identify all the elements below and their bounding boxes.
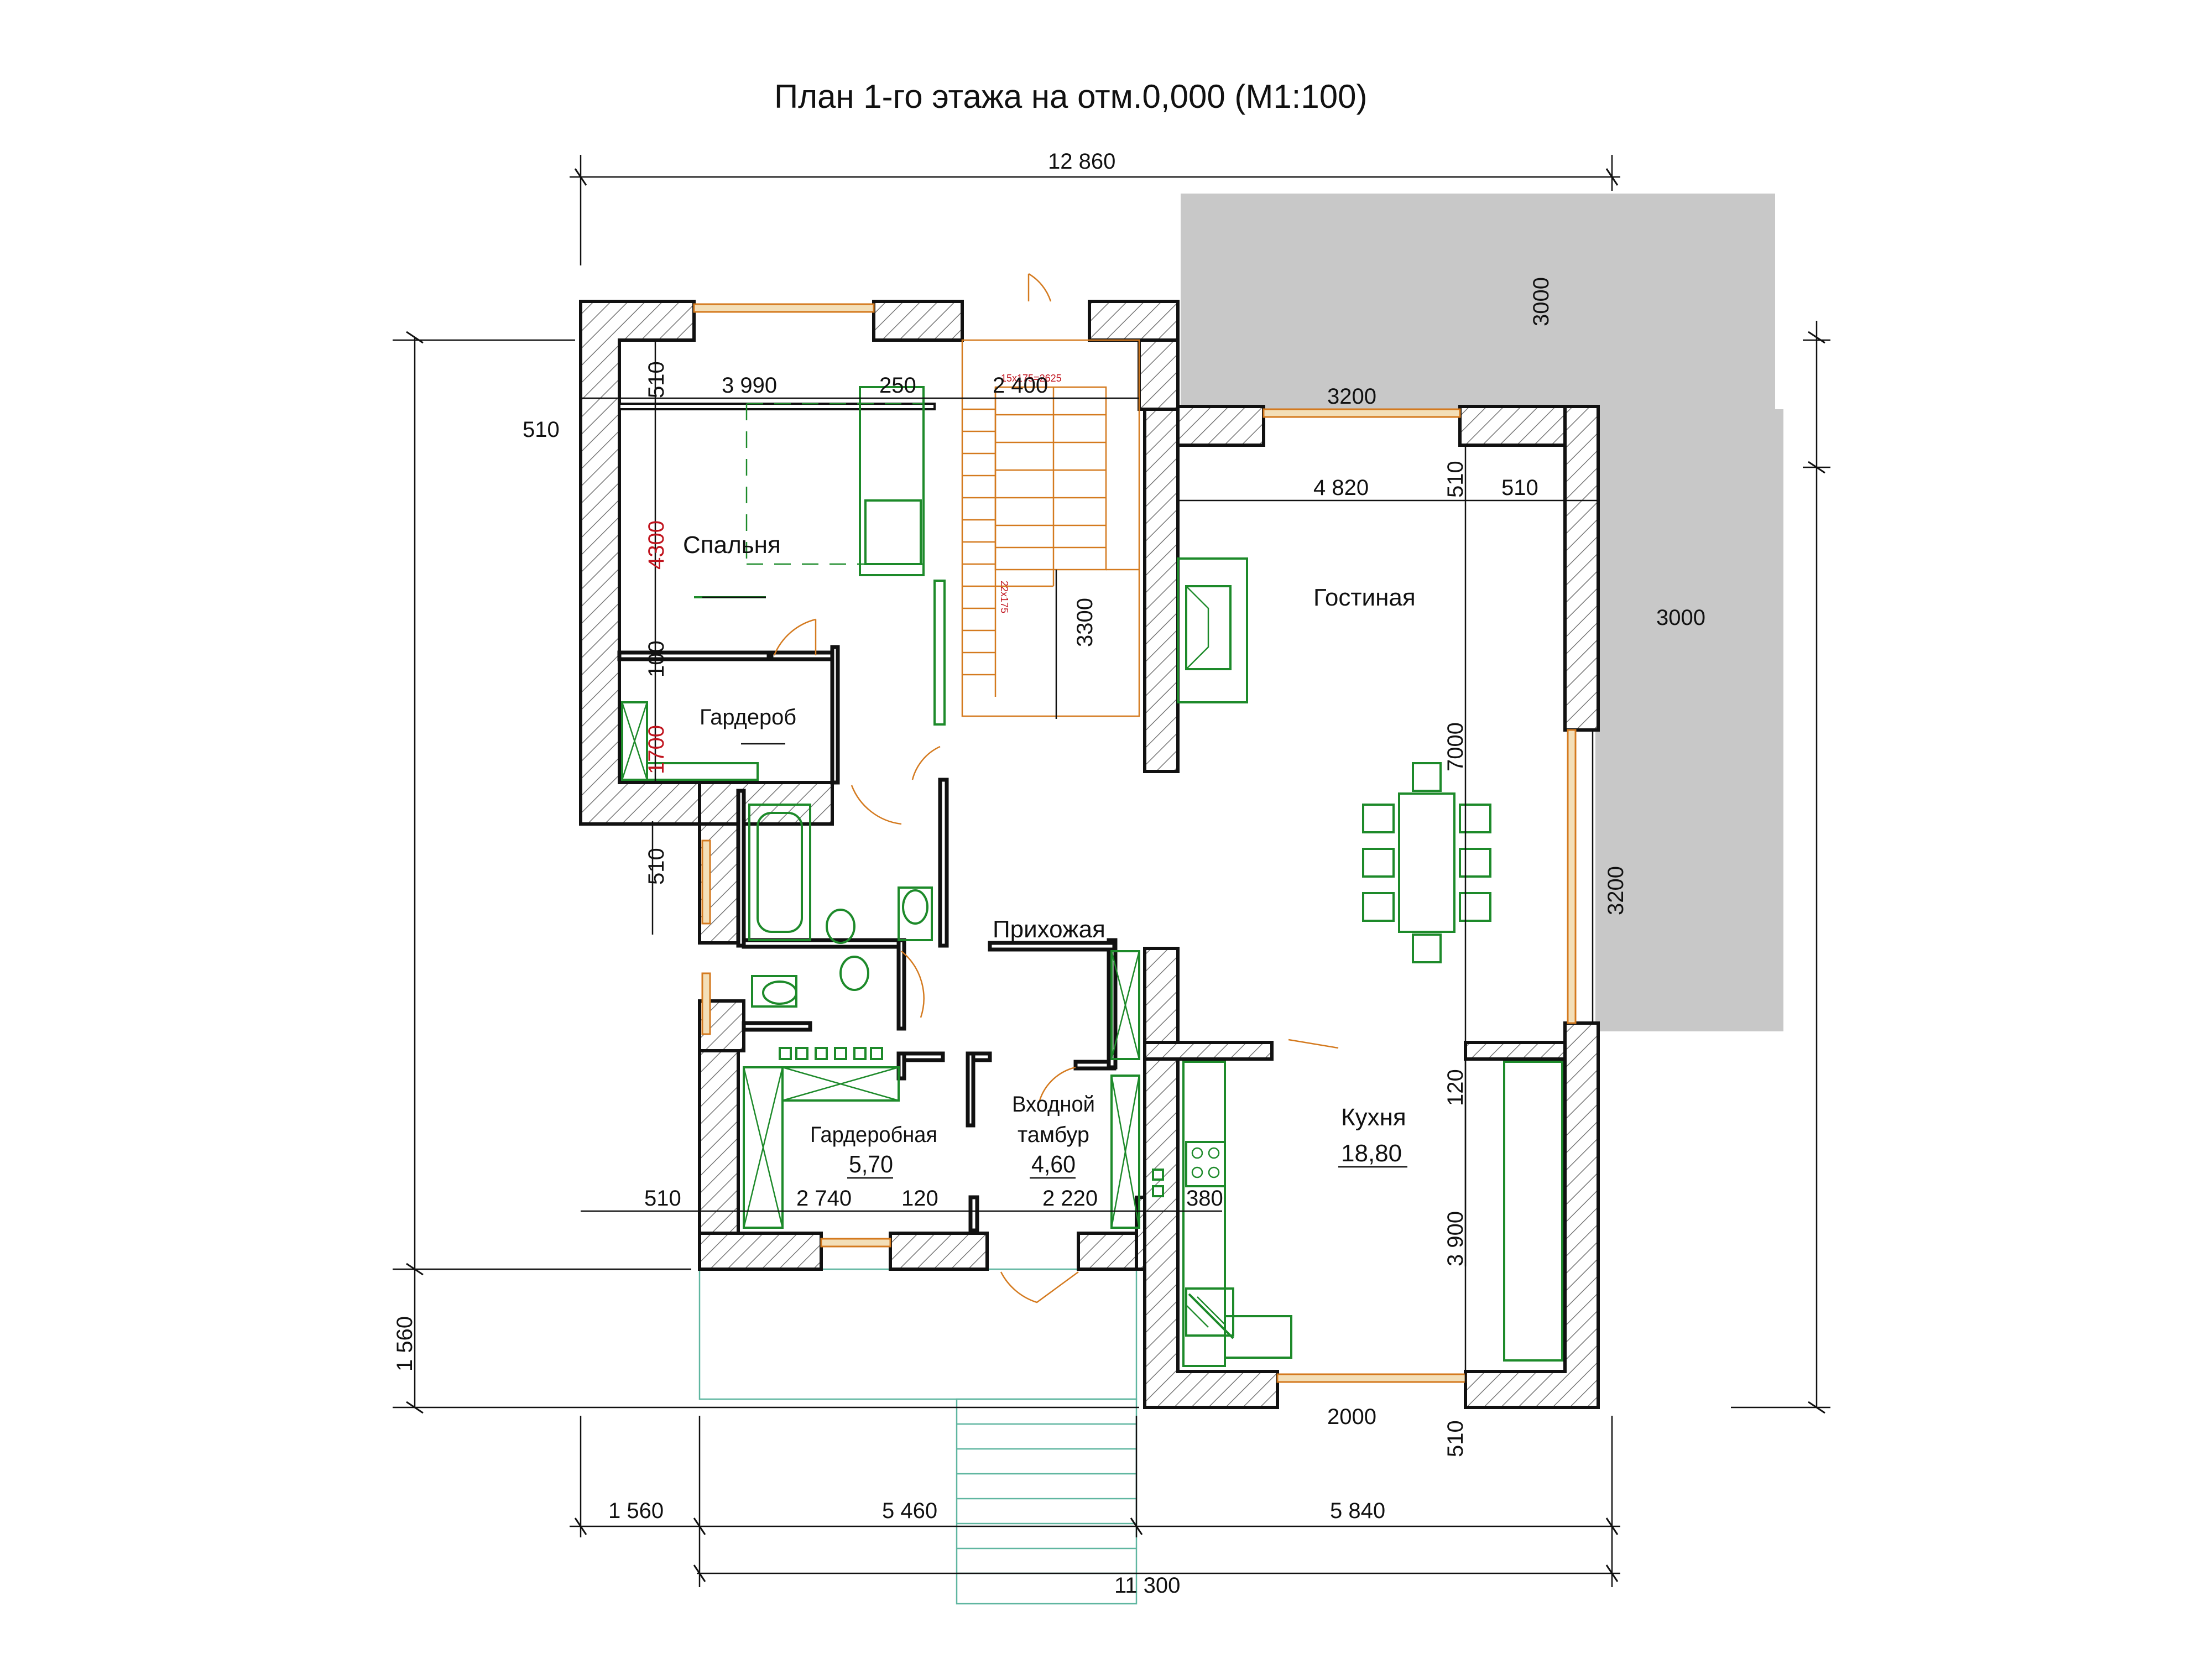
dim-510-bed-top: 510 — [644, 361, 669, 398]
dim-window-bottom: 2000 — [1327, 1405, 1376, 1429]
room-kitchen: Кухня — [1341, 1104, 1406, 1131]
room-vestibule-line2: тамбур — [1018, 1123, 1089, 1147]
windows — [693, 303, 1577, 1383]
dim-120-kitchen: 120 — [1443, 1069, 1468, 1106]
stair-note: 15х175=2625 — [1001, 373, 1062, 384]
terrace — [1181, 194, 1783, 1031]
doors — [773, 273, 1339, 1303]
dim-bottom-3: 5 840 — [1330, 1499, 1385, 1523]
dim-510-living-top: 510 — [1443, 461, 1468, 498]
porch-steps — [698, 1268, 1138, 1605]
room-wardrobe-area: 5,70 — [849, 1151, 893, 1178]
dim-living-height: 7000 — [1443, 722, 1468, 771]
dim-vestibule-width: 2 220 — [1042, 1186, 1098, 1211]
dim-510-bath: 510 — [644, 848, 669, 885]
dim-terrace-right: 3000 — [1656, 606, 1705, 630]
room-wardrobe-small: Гардероб — [700, 705, 796, 729]
dim-bed-height: 4300 — [644, 520, 669, 570]
dim-250: 250 — [879, 373, 916, 398]
dim-stair-height: 3300 — [1073, 598, 1097, 647]
dim-left-total: 1 560 — [393, 1316, 417, 1371]
dim-window-right: 3200 — [1604, 866, 1628, 915]
dim-510-kitchen-bottom: 510 — [1443, 1420, 1468, 1457]
dim-120-wardrobe: 120 — [901, 1186, 938, 1211]
dim-bottom-1: 1 560 — [608, 1499, 664, 1523]
room-bedroom: Спальня — [683, 531, 781, 559]
room-living: Гостиная — [1313, 584, 1416, 611]
dim-terrace-top: 3000 — [1529, 277, 1553, 326]
dim-wardrobe-width: 2 740 — [796, 1186, 852, 1211]
dim-bed-width: 3 990 — [722, 373, 777, 398]
plan-title: План 1-го этажа на отм.0,000 (М1:100) — [774, 78, 1367, 115]
dim-kitchen-height: 3 900 — [1443, 1211, 1468, 1266]
dim-bottom-total: 11 300 — [1114, 1573, 1180, 1598]
room-hall: Прихожая — [993, 916, 1105, 943]
room-vestibule-line1: Входной — [1012, 1092, 1095, 1117]
stair-side-note: 22х175 — [999, 581, 1010, 613]
room-wardrobe: Гардеробная — [810, 1123, 937, 1147]
dim-510-wardrobe: 510 — [644, 1186, 681, 1211]
room-labels: Спальня Гардероб Гостиная Прихожая Входн… — [683, 531, 1416, 1179]
dimension-lines — [393, 155, 1830, 1587]
dim-living-width: 4 820 — [1313, 476, 1369, 500]
dim-wardrobe-height: 1700 — [644, 725, 669, 774]
room-vestibule-area: 4,60 — [1031, 1151, 1076, 1178]
dim-bottom-2: 5 460 — [882, 1499, 937, 1523]
room-kitchen-area: 18,80 — [1341, 1140, 1402, 1167]
staircase: 15х175=2625 22х175 — [961, 339, 1140, 717]
furniture — [621, 386, 1563, 1367]
dim-stair-width: 2 400 — [993, 373, 1048, 398]
dim-100: 100 — [644, 640, 669, 677]
dim-380: 380 — [1186, 1186, 1223, 1211]
dim-510-left-top: 510 — [523, 418, 560, 442]
dim-window-top: 3200 — [1327, 384, 1376, 409]
dimension-texts: 12 860 11 300 1 560 5 460 5 840 1 560 51… — [393, 149, 1705, 1598]
dim-510-living-right: 510 — [1501, 476, 1538, 500]
dim-top-total: 12 860 — [1048, 149, 1115, 174]
